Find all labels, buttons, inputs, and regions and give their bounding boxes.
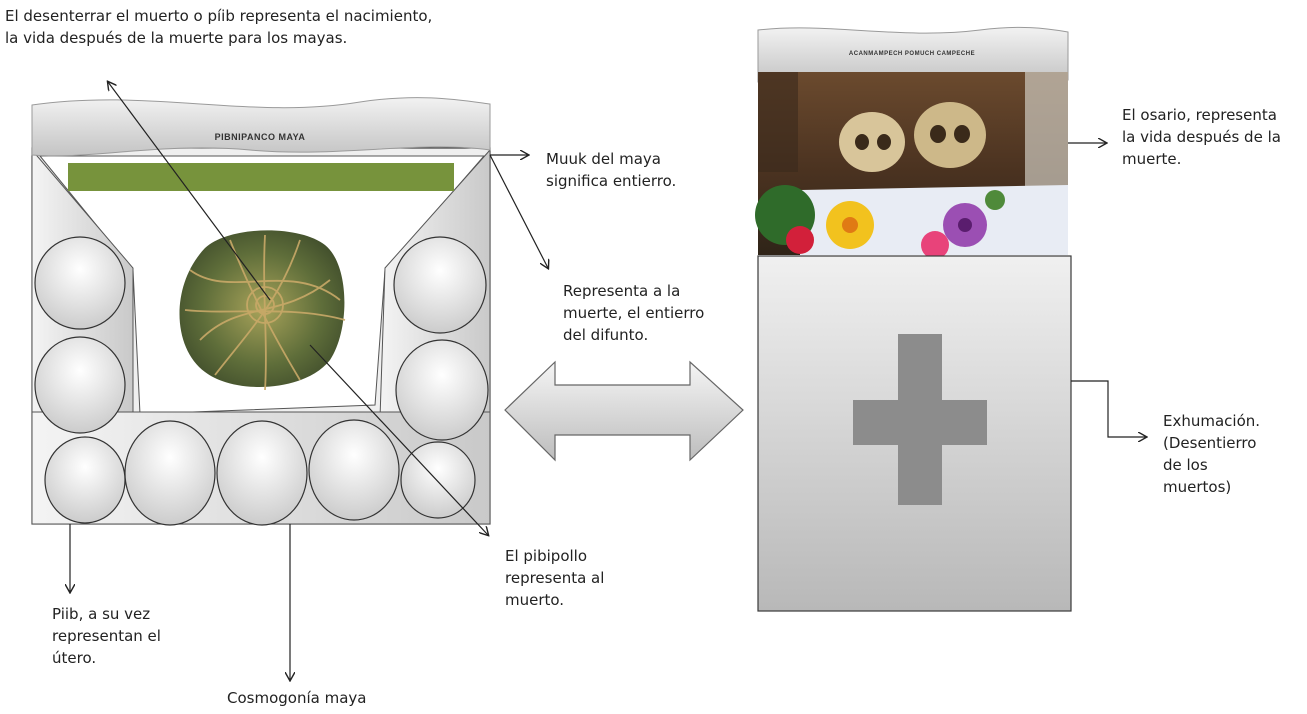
label-desenterrar: El desenterrar el muerto o píib represen… bbox=[5, 7, 433, 47]
label-piib: Piib, a su vez representan el útero. bbox=[52, 605, 161, 667]
arrow-to-exhumacion bbox=[1071, 380, 1146, 437]
label-exhumacion: Exhumación. (Desentierro de los muertos) bbox=[1163, 412, 1261, 496]
piib-circle bbox=[216, 420, 308, 526]
piib-circle bbox=[44, 436, 126, 524]
label-representa-muerte: Representa a la muerte, el entierro del … bbox=[563, 282, 705, 344]
piib-circle bbox=[124, 420, 216, 526]
connector-lines bbox=[70, 82, 548, 680]
right-banner-text: ACANMAMPECH POMUCH CAMPECHE bbox=[849, 51, 975, 57]
arrow-to-representa bbox=[489, 154, 548, 268]
left-banner: PIBNIPANCO MAYA bbox=[31, 97, 491, 157]
green-bar bbox=[68, 163, 454, 191]
left-banner-text: PIBNIPANCO MAYA bbox=[215, 132, 306, 142]
piib-circle bbox=[308, 419, 400, 521]
piib-circle bbox=[34, 336, 126, 434]
arrow-to-pibipollo bbox=[309, 344, 488, 535]
double-arrow bbox=[504, 360, 744, 462]
pibipollo-image bbox=[179, 230, 346, 391]
label-pibipollo: El pibipollo representa al muerto. bbox=[505, 547, 605, 609]
label-osario: El osario, representa la vida después de… bbox=[1122, 106, 1281, 168]
piib-circle bbox=[400, 441, 476, 519]
piib-circles bbox=[34, 236, 489, 526]
piib-circle bbox=[393, 236, 487, 334]
arrow-to-top-label bbox=[108, 82, 271, 301]
label-cosmogonia: Cosmogonía maya bbox=[227, 689, 367, 707]
piib-circle bbox=[34, 236, 126, 330]
cross-icon bbox=[853, 334, 987, 505]
ossuary-photo bbox=[755, 72, 1068, 259]
piib-circle bbox=[395, 339, 489, 441]
label-muuk: Muuk del maya significa entierro. bbox=[546, 150, 677, 190]
